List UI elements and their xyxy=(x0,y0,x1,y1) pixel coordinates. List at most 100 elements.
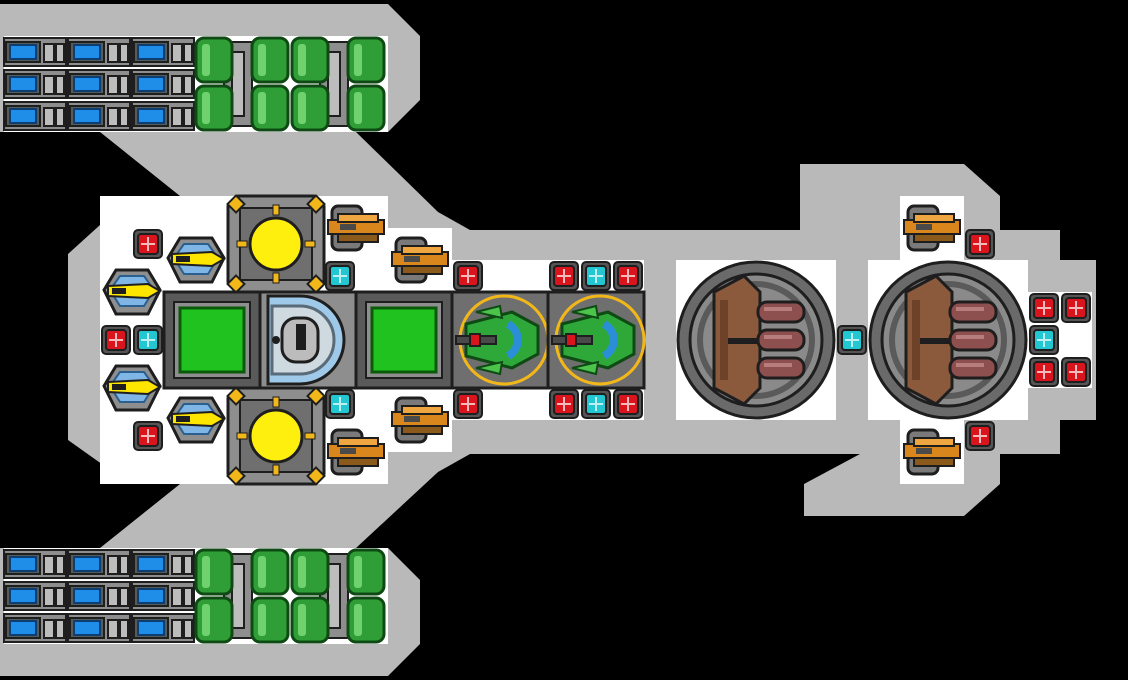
fuel-tank-icon xyxy=(250,84,290,132)
battery-cell-icon xyxy=(137,588,165,604)
battery-cell[interactable] xyxy=(3,581,67,611)
power-node[interactable] xyxy=(325,261,355,291)
battery-cell[interactable] xyxy=(131,581,195,611)
fuel-tank-icon xyxy=(290,36,330,84)
autocannon-group xyxy=(327,204,961,476)
autocannon-icon xyxy=(337,437,379,447)
plasma-launcher[interactable] xyxy=(546,290,646,390)
missile-pod[interactable] xyxy=(102,364,162,412)
battery-cell-icon xyxy=(73,44,101,60)
battery-cell-icon xyxy=(73,556,101,572)
battery-cell-icon xyxy=(137,620,165,636)
power-node[interactable] xyxy=(133,325,163,355)
weapon-node[interactable] xyxy=(1029,357,1059,387)
battery-cell-icon xyxy=(137,556,165,572)
fuel-tank-module[interactable] xyxy=(290,36,386,132)
battery-cell[interactable] xyxy=(67,69,131,99)
autocannon[interactable] xyxy=(903,428,961,476)
weapon-node[interactable] xyxy=(133,421,163,451)
weapon-node[interactable] xyxy=(1061,293,1091,323)
autocannon[interactable] xyxy=(391,236,449,284)
reactor-module[interactable] xyxy=(226,194,326,294)
power-node[interactable] xyxy=(581,261,611,291)
battery-cell[interactable] xyxy=(131,37,195,67)
fuel-tank-icon xyxy=(346,548,386,596)
battery-cell-icon xyxy=(9,588,37,604)
weapon-node[interactable] xyxy=(101,325,131,355)
weapon-node[interactable] xyxy=(613,389,643,419)
battery-cell[interactable] xyxy=(67,581,131,611)
battery-cell[interactable] xyxy=(67,37,131,67)
node-bay-bottom xyxy=(452,388,644,420)
yellow-reactor-icon xyxy=(248,216,304,272)
power-node[interactable] xyxy=(325,389,355,419)
missile-pod[interactable] xyxy=(102,268,162,316)
weapon-node[interactable] xyxy=(453,261,483,291)
battery-cell[interactable] xyxy=(131,101,195,131)
shield-core-right[interactable] xyxy=(354,290,454,390)
battery-cell[interactable] xyxy=(67,101,131,131)
battery-cell[interactable] xyxy=(3,101,67,131)
battery-cell[interactable] xyxy=(131,69,195,99)
weapon-node[interactable] xyxy=(1029,293,1059,323)
fuel-tank-icon xyxy=(250,36,290,84)
battery-cell[interactable] xyxy=(67,613,131,643)
fuel-tank-icon xyxy=(250,548,290,596)
green-shield-core-icon xyxy=(370,306,438,374)
power-node[interactable] xyxy=(581,389,611,419)
battery-cell[interactable] xyxy=(3,613,67,643)
missile-pod-icon xyxy=(107,378,162,396)
autocannon-icon xyxy=(337,213,379,223)
weapon-node[interactable] xyxy=(549,261,579,291)
battery-cell[interactable] xyxy=(131,613,195,643)
missile-pod[interactable] xyxy=(166,396,226,444)
fuel-tank-icon xyxy=(194,548,234,596)
fuel-tank-icon xyxy=(346,596,386,644)
heavy-turret[interactable] xyxy=(868,260,1028,420)
node-bay-top xyxy=(452,260,644,292)
weapon-node[interactable] xyxy=(133,229,163,259)
power-node[interactable] xyxy=(837,325,867,355)
tank-group-top xyxy=(194,36,386,132)
autocannon[interactable] xyxy=(903,204,961,252)
weapon-node[interactable] xyxy=(453,389,483,419)
heavy-turret[interactable] xyxy=(676,260,836,420)
weapon-node[interactable] xyxy=(965,229,995,259)
green-shield-core-icon xyxy=(178,306,246,374)
weapon-node[interactable] xyxy=(549,389,579,419)
battery-cell[interactable] xyxy=(3,549,67,579)
fuel-tank-module[interactable] xyxy=(194,36,290,132)
battery-cell[interactable] xyxy=(131,549,195,579)
fuel-tank-icon xyxy=(290,84,330,132)
missile-pod[interactable] xyxy=(166,236,226,284)
autocannon[interactable] xyxy=(327,428,385,476)
autocannon[interactable] xyxy=(327,204,385,252)
battery-cell-icon xyxy=(9,76,37,92)
plasma-launcher-group xyxy=(450,290,646,390)
fuel-tank-icon xyxy=(346,84,386,132)
battery-cell-icon xyxy=(9,44,37,60)
command-dome[interactable] xyxy=(258,290,358,390)
battery-cell[interactable] xyxy=(3,69,67,99)
shield-core-left[interactable] xyxy=(162,290,262,390)
fuel-tank-module[interactable] xyxy=(290,548,386,644)
autocannon-icon xyxy=(401,245,443,255)
battery-cell-icon xyxy=(9,108,37,124)
reactor-module[interactable] xyxy=(226,386,326,486)
battery-cell-icon xyxy=(9,556,37,572)
battery-cell[interactable] xyxy=(3,37,67,67)
weapon-node[interactable] xyxy=(1061,357,1091,387)
fuel-tank-module[interactable] xyxy=(194,548,290,644)
battery-cell[interactable] xyxy=(67,549,131,579)
fuel-tank-icon xyxy=(290,548,330,596)
plasma-launcher[interactable] xyxy=(450,290,550,390)
battery-cell-icon xyxy=(137,108,165,124)
fuel-tank-icon xyxy=(290,596,330,644)
autocannon-icon xyxy=(401,405,443,415)
power-node[interactable] xyxy=(1029,325,1059,355)
weapon-node[interactable] xyxy=(613,261,643,291)
autocannon[interactable] xyxy=(391,396,449,444)
weapon-node[interactable] xyxy=(965,421,995,451)
